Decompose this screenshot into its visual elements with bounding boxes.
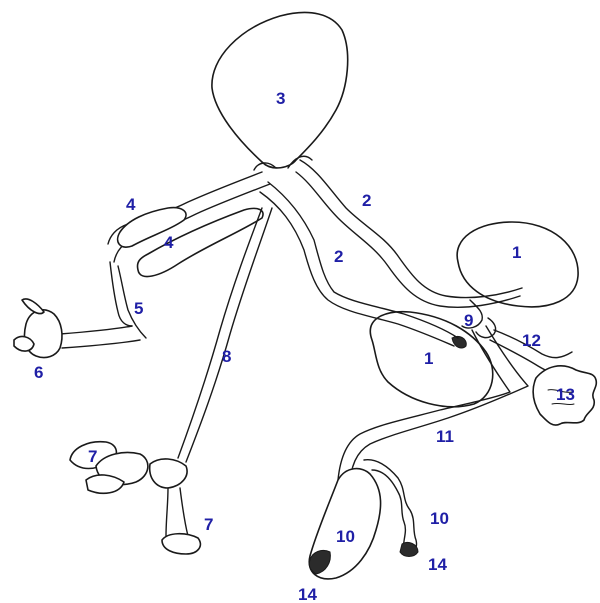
label-7-upper: 7 xyxy=(88,447,97,466)
label-11: 11 xyxy=(436,427,454,446)
label-6: 6 xyxy=(34,363,43,382)
label-4-lower: 4 xyxy=(164,233,174,252)
label-8: 8 xyxy=(222,347,231,366)
label-14-right: 14 xyxy=(428,555,447,574)
label-10-left: 10 xyxy=(336,527,355,546)
label-2-lower: 2 xyxy=(334,247,343,266)
label-2-upper: 2 xyxy=(362,191,371,210)
label-5: 5 xyxy=(134,299,143,318)
label-1-upper: 1 xyxy=(512,243,521,262)
organ-7-lower-tip xyxy=(162,534,200,554)
label-13: 13 xyxy=(556,385,575,404)
duct-6-b xyxy=(62,340,140,348)
label-12: 12 xyxy=(522,331,541,350)
organ-6-spike xyxy=(22,299,44,314)
duct-5-a xyxy=(110,262,132,326)
label-7-lower: 7 xyxy=(204,515,213,534)
duct-6-a xyxy=(60,326,132,334)
organ-14-right-tip xyxy=(400,542,418,556)
label-4-upper: 4 xyxy=(126,195,136,214)
label-3: 3 xyxy=(276,89,285,108)
label-9: 9 xyxy=(464,311,473,330)
label-10-right: 10 xyxy=(430,509,449,528)
label-1-lower: 1 xyxy=(424,349,433,368)
organ-1-upper xyxy=(457,222,578,307)
organ-7-junction xyxy=(150,459,187,488)
label-14-left: 14 xyxy=(298,585,317,603)
